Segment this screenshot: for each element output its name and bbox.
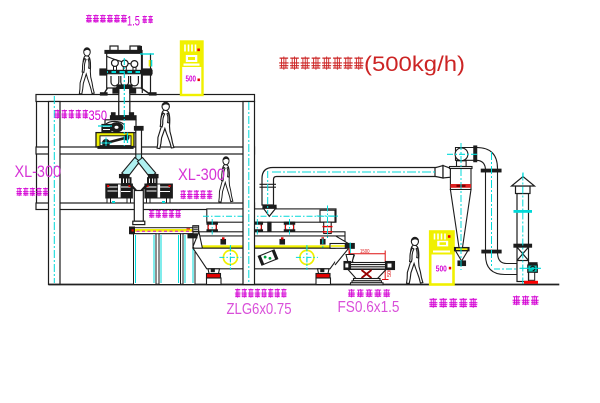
svg-text:500: 500 <box>387 268 393 277</box>
svg-text:500: 500 <box>186 75 197 84</box>
svg-text:XL-300: XL-300 <box>15 162 62 181</box>
svg-text:1.5: 1.5 <box>127 13 140 29</box>
svg-text:350: 350 <box>89 108 108 123</box>
svg-text:500: 500 <box>436 265 447 274</box>
svg-text:ZLG6x0.75: ZLG6x0.75 <box>227 301 292 318</box>
svg-text:(500kg/h): (500kg/h) <box>364 52 465 76</box>
svg-text:XL-300: XL-300 <box>178 165 225 184</box>
svg-text:FS0.6x1.5: FS0.6x1.5 <box>338 299 400 316</box>
svg-text:1500: 1500 <box>360 249 370 255</box>
